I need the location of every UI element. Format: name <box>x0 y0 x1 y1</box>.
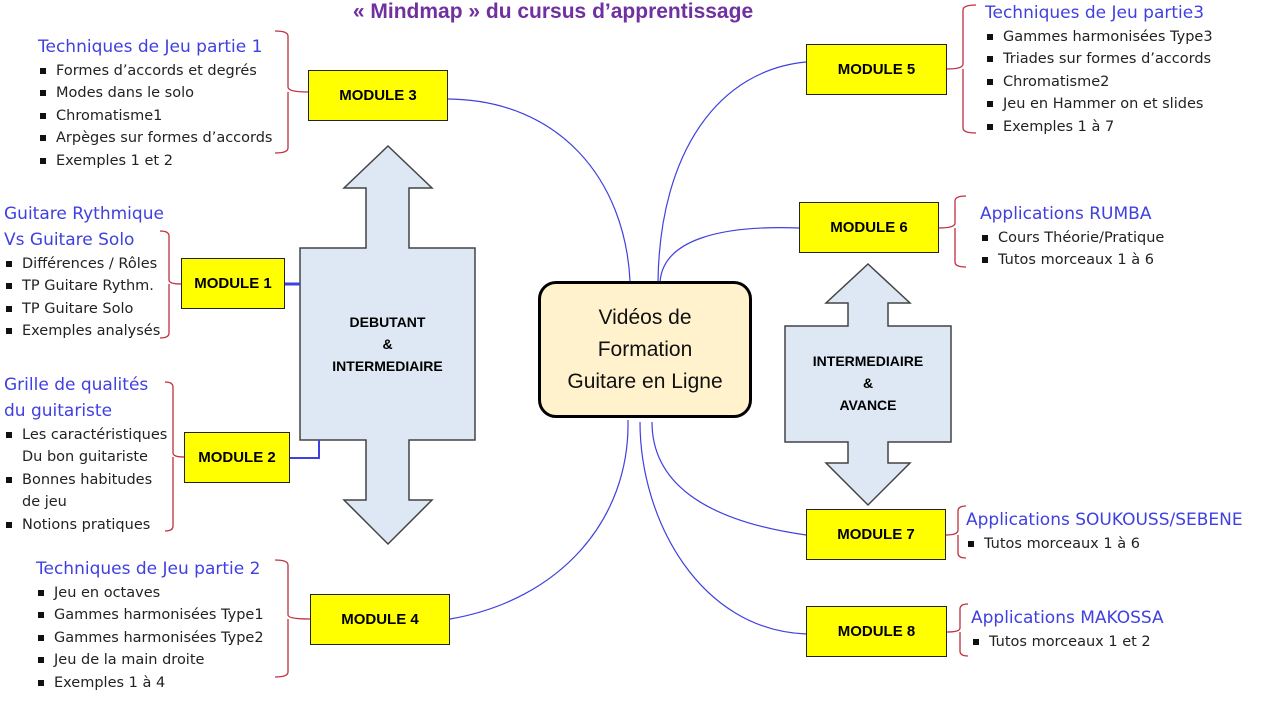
bracket-m8 <box>946 603 969 657</box>
block-module-1: Guitare Rythmique Vs Guitare Solo Différ… <box>4 201 164 343</box>
block-module-7: Applications SOUKOUSS/SEBENE Tutos morce… <box>966 507 1243 555</box>
block-module-3: Techniques de Jeu partie 1 Formes d’acco… <box>38 34 272 172</box>
page-title: « Mindmap » du cursus d’apprentissage <box>352 0 754 23</box>
double-arrow-right <box>784 262 952 507</box>
list-item: Chromatisme1 <box>38 105 272 127</box>
list-item: Cours Théorie/Pratique <box>980 227 1164 249</box>
block-heading: Techniques de Jeu partie 1 <box>38 37 263 57</box>
block-heading: Techniques de Jeu partie 2 <box>36 559 261 579</box>
list-item: Tutos morceaux 1 à 6 <box>966 533 1243 555</box>
list-item: Bonnes habitudes <box>4 469 167 491</box>
block-heading: Applications SOUKOUSS/SEBENE <box>966 510 1243 530</box>
module-2: MODULE 2 <box>184 432 290 483</box>
level-line: INTERMEDIAIRE <box>812 353 924 369</box>
module-1: MODULE 1 <box>181 258 285 309</box>
list-item: Gammes harmonisées Type3 <box>985 26 1213 48</box>
list-item: Triades sur formes d’accords <box>985 48 1213 70</box>
level-label-left: DEBUTANT & INTERMEDIAIRE <box>300 311 475 377</box>
list-item: Notions pratiques <box>4 514 167 536</box>
list-item: Arpèges sur formes d’accords <box>38 127 272 149</box>
list-item: Tutos morceaux 1 à 6 <box>980 249 1164 271</box>
level-line: INTERMEDIAIRE <box>332 358 443 374</box>
bracket-m7 <box>945 505 967 559</box>
list-item: Tutos morceaux 1 et 2 <box>971 631 1164 653</box>
list-item: Exemples analysés <box>4 320 164 342</box>
list-item: Formes d’accords et degrés <box>38 60 272 82</box>
module-5: MODULE 5 <box>806 44 947 95</box>
list-item: Exemples 1 et 2 <box>38 150 272 172</box>
bracket-m4 <box>274 559 311 678</box>
list-item-continuation: de jeu <box>22 494 67 511</box>
block-module-6: Applications RUMBA Cours Théorie/Pratiqu… <box>980 201 1164 272</box>
list-item: Chromatisme2 <box>985 71 1213 93</box>
connector-m5 <box>657 61 807 282</box>
block-heading: du guitariste <box>4 401 113 421</box>
block-heading: Guitare Rythmique <box>4 204 164 224</box>
brackets <box>159 4 977 678</box>
module-3: MODULE 3 <box>308 70 448 121</box>
block-heading: Vs Guitare Solo <box>4 230 135 250</box>
list-item: Modes dans le solo <box>38 82 272 104</box>
connector-m8 <box>639 421 807 635</box>
list-item: Exemples 1 à 7 <box>985 116 1213 138</box>
level-line: DEBUTANT <box>349 314 426 330</box>
block-heading: Applications RUMBA <box>980 204 1152 224</box>
block-heading: Grille de qualités <box>4 375 149 395</box>
bracket-m5 <box>946 4 977 134</box>
central-node: Vidéos de Formation Guitare en Ligne <box>538 281 752 418</box>
list-item: TP Guitare Solo <box>4 298 164 320</box>
center-line: Guitare en Ligne <box>567 369 723 393</box>
connectors <box>285 61 807 635</box>
block-heading: Techniques de Jeu partie3 <box>985 3 1205 23</box>
connector-m3 <box>447 98 631 282</box>
module-8: MODULE 8 <box>806 606 947 657</box>
level-line: & <box>382 336 393 352</box>
list-item: Du bon guitariste <box>4 446 167 468</box>
center-line: Formation <box>597 337 693 361</box>
connector-m7 <box>651 421 807 536</box>
level-line: & <box>862 375 874 391</box>
list-item: Jeu de la main droite <box>36 649 264 671</box>
module-7: MODULE 7 <box>806 509 946 560</box>
list-item: Exemples 1 à 4 <box>36 672 264 694</box>
bracket-m6 <box>938 195 967 268</box>
block-heading: Applications MAKOSSA <box>971 608 1164 628</box>
bracket-m1 <box>159 230 182 339</box>
connector-m4 <box>449 419 629 620</box>
block-module-4: Techniques de Jeu partie 2 Jeu en octave… <box>36 556 264 694</box>
list-item: Gammes harmonisées Type1 <box>36 604 264 626</box>
module-4: MODULE 4 <box>310 594 450 645</box>
level-line: AVANCE <box>839 397 897 413</box>
list-item: Jeu en octaves <box>36 582 264 604</box>
center-line: Vidéos de <box>598 305 692 329</box>
list-item: Jeu en Hammer on et slides <box>985 93 1213 115</box>
block-module-5: Techniques de Jeu partie3 Gammes harmoni… <box>985 0 1213 138</box>
list-item: de jeu <box>4 491 167 513</box>
bracket-m2 <box>164 381 185 532</box>
list-item: Les caractéristiques <box>4 424 167 446</box>
connector-m2 <box>290 440 320 459</box>
list-item: Gammes harmonisées Type2 <box>36 627 264 649</box>
bracket-m3 <box>274 30 309 154</box>
module-6: MODULE 6 <box>799 202 939 253</box>
block-module-8: Applications MAKOSSA Tutos morceaux 1 et… <box>971 605 1164 653</box>
list-item-continuation: Du bon guitariste <box>22 449 148 466</box>
connector-m6 <box>659 227 800 284</box>
double-arrow-left <box>299 144 476 546</box>
level-label-right: INTERMEDIAIRE & AVANCE <box>785 350 951 416</box>
list-item: TP Guitare Rythm. <box>4 275 164 297</box>
block-module-2: Grille de qualités du guitariste Les car… <box>4 372 167 536</box>
list-item: Différences / Rôles <box>4 253 164 275</box>
